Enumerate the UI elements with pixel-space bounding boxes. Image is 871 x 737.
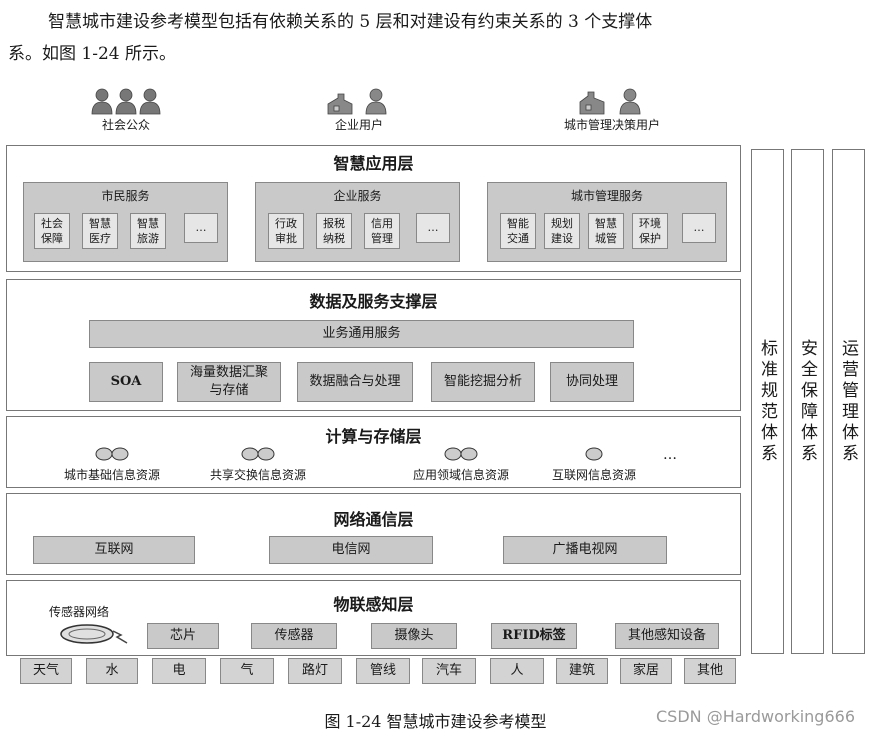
user-label-city-manager: 城市管理决策用户 (563, 118, 660, 132)
service-cell: 社会 保障 (34, 213, 70, 249)
service-cell: 智能 交通 (500, 213, 536, 249)
resource-shared-exchange: 共享交换信息资源 (193, 445, 323, 483)
iot-item-other-devices: 其他感知设备 (615, 623, 719, 649)
object-item: 水 (86, 658, 138, 684)
user-enterprise: 企业用户 (318, 86, 400, 133)
layer-data-service: 数据及服务支撑层 业务通用服务 SOA 海量数据汇聚 与存储 数据融合与处理 智… (6, 279, 741, 411)
database-icon (95, 447, 129, 461)
user-public: 社会公众 (80, 86, 172, 133)
object-item: 气 (220, 658, 274, 684)
network-broadcast-tv: 广播电视网 (503, 536, 667, 564)
group-citizen-services: 市民服务 社会 保障 智慧 医疗 智慧 旅游 … (23, 182, 228, 262)
service-cell: 智慧 城管 (588, 213, 624, 249)
group-title: 城市管理服务 (570, 189, 643, 203)
sensor-network-icon (60, 624, 128, 644)
layer-application-title: 智慧应用层 (333, 154, 414, 173)
database-icon (444, 447, 478, 461)
service-cell: 智慧 医疗 (82, 213, 118, 249)
object-item: 路灯 (288, 658, 342, 684)
resource-label: 城市基础信息资源 (63, 468, 160, 482)
object-item: 人 (490, 658, 544, 684)
data-item-fusion: 数据融合与处理 (297, 362, 413, 402)
resource-label: 应用领域信息资源 (412, 468, 509, 482)
user-label-enterprise: 企业用户 (334, 118, 383, 132)
service-cell-more: … (416, 213, 450, 243)
pillar-operations: 运营管理体系 (832, 149, 865, 654)
layer-iot-perception: 物联感知层 传感器网络 芯片 传感器 摄像头 RFID标签 其他感知设备 (6, 580, 741, 656)
data-item-mining: 智能挖掘分析 (431, 362, 535, 402)
object-item: 建筑 (556, 658, 608, 684)
layer-network-title: 网络通信层 (333, 510, 414, 529)
city-manager-icon (548, 86, 676, 116)
figure-caption: 图 1-24 智慧城市建设参考模型 (324, 712, 547, 731)
object-item: 家居 (620, 658, 672, 684)
network-internet: 互联网 (33, 536, 195, 564)
pillar-standards: 标准规范体系 (751, 149, 784, 654)
resource-more: … (663, 447, 677, 463)
object-item: 汽车 (422, 658, 476, 684)
object-item: 电 (152, 658, 206, 684)
layer-application: 智慧应用层 市民服务 社会 保障 智慧 医疗 智慧 旅游 … 企业服务 行政 审… (6, 145, 741, 272)
people-group-icon (80, 86, 172, 116)
data-item-collaboration: 协同处理 (550, 362, 634, 402)
resource-label: 互联网信息资源 (551, 468, 636, 482)
database-icon (585, 447, 603, 461)
pillar-security: 安全保障体系 (791, 149, 824, 654)
resource-application-domain: 应用领域信息资源 (393, 445, 529, 483)
service-cell: 行政 审批 (268, 213, 304, 249)
iot-item-chip: 芯片 (147, 623, 219, 649)
user-label-public: 社会公众 (101, 118, 150, 132)
network-telecom: 电信网 (269, 536, 433, 564)
object-item: 其他 (684, 658, 736, 684)
service-cell: 规划 建设 (544, 213, 580, 249)
service-cell: 环境 保护 (632, 213, 668, 249)
service-cell: 报税 纳税 (316, 213, 352, 249)
user-city-manager: 城市管理决策用户 (548, 86, 676, 133)
iot-item-rfid: RFID标签 (491, 623, 577, 649)
data-item-mass-storage: 海量数据汇聚 与存储 (177, 362, 281, 402)
service-cell: 智慧 旅游 (130, 213, 166, 249)
group-title: 市民服务 (101, 189, 150, 203)
group-enterprise-services: 企业服务 行政 审批 报税 纳税 信用 管理 … (255, 182, 460, 262)
group-city-management-services: 城市管理服务 智能 交通 规划 建设 智慧 城管 环境 保护 … (487, 182, 727, 262)
iot-item-camera: 摄像头 (371, 623, 457, 649)
resource-internet: 互联网信息资源 (533, 445, 655, 483)
resource-city-basic: 城市基础信息资源 (47, 445, 177, 483)
layer-iot-title: 物联感知层 (333, 595, 414, 614)
object-item: 管线 (356, 658, 410, 684)
enterprise-user-icon (318, 86, 400, 116)
layer-data-title: 数据及服务支撑层 (309, 292, 438, 311)
database-icon (241, 447, 275, 461)
layer-network: 网络通信层 互联网 电信网 广播电视网 (6, 493, 741, 575)
watermark: CSDN @Hardworking666 (656, 707, 855, 726)
layer-compute-storage: 计算与存储层 城市基础信息资源 共享交换信息资源 应用领域信息资源 互联网信息资… (6, 416, 741, 488)
common-business-service-bar: 业务通用服务 (89, 320, 634, 348)
layer-compute-title: 计算与存储层 (325, 427, 422, 446)
intro-line-1: 智慧城市建设参考模型包括有依赖关系的 5 层和对建设有约束关系的 3 个支撑体 (48, 12, 653, 32)
object-item: 天气 (20, 658, 72, 684)
data-item-soa: SOA (89, 362, 163, 402)
service-cell-more: … (184, 213, 218, 243)
resource-label: 共享交换信息资源 (209, 468, 306, 482)
sensor-network-label: 传感器网络 (49, 605, 110, 619)
service-cell: 信用 管理 (364, 213, 400, 249)
service-cell-more: … (682, 213, 716, 243)
intro-line-2: 系。如图 1-24 所示。 (8, 44, 176, 64)
intro-paragraph: 智慧城市建设参考模型包括有依赖关系的 5 层和对建设有约束关系的 3 个支撑体 … (8, 6, 868, 70)
iot-item-sensor: 传感器 (251, 623, 337, 649)
group-title: 企业服务 (333, 189, 382, 203)
